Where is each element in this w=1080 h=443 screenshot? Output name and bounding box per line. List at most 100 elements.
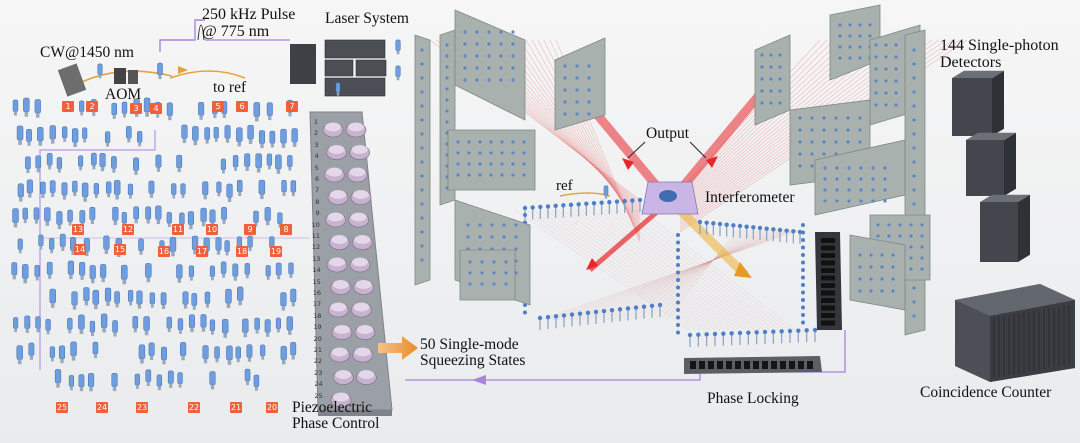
optic-mount bbox=[46, 261, 53, 275]
optic-post bbox=[288, 330, 292, 335]
panel-b-port bbox=[499, 54, 503, 58]
optic-mount bbox=[204, 291, 211, 304]
optic-mount bbox=[105, 181, 112, 194]
optic-mount bbox=[280, 128, 287, 144]
mesh-line bbox=[550, 209, 721, 331]
optic-post bbox=[281, 306, 286, 311]
mesh-line bbox=[520, 209, 696, 331]
panel-o-port bbox=[880, 253, 884, 257]
optic-mount bbox=[166, 102, 173, 117]
panel-b-port bbox=[463, 54, 467, 58]
optic-mount bbox=[220, 158, 226, 171]
optic-mount bbox=[44, 207, 51, 222]
detector-box-3-side bbox=[1018, 194, 1030, 262]
optic-mount bbox=[290, 341, 297, 356]
panel-h-port bbox=[769, 65, 773, 69]
optic-post bbox=[26, 168, 30, 174]
panel-e-port bbox=[490, 235, 494, 239]
optic-post bbox=[51, 139, 55, 144]
optic-mount bbox=[161, 346, 167, 361]
optic-post bbox=[255, 329, 259, 334]
right-column-head bbox=[801, 290, 805, 295]
panel-h-port bbox=[769, 53, 773, 57]
optic-post bbox=[222, 113, 226, 118]
detector-box-1-side bbox=[992, 70, 1004, 136]
piezo-channel-number: 16 bbox=[312, 289, 321, 297]
optic-mount bbox=[225, 288, 232, 304]
panel-d-port bbox=[511, 140, 515, 144]
panel-d-port bbox=[500, 140, 504, 144]
panel-c-port bbox=[420, 160, 424, 164]
optic-post bbox=[178, 383, 182, 388]
optic-mount bbox=[160, 292, 167, 306]
right-column-head bbox=[801, 268, 805, 272]
source-badge: 7 bbox=[286, 101, 298, 112]
mesh-line bbox=[605, 229, 768, 321]
optic-post bbox=[38, 141, 43, 146]
top-left-array-head bbox=[584, 201, 589, 206]
optic-mount bbox=[121, 212, 127, 224]
source-badge: 8 bbox=[280, 224, 292, 235]
panel-b-port bbox=[511, 30, 515, 34]
panel-g-port bbox=[563, 76, 567, 80]
panel-d-port bbox=[467, 162, 471, 166]
panel-i-port bbox=[838, 23, 842, 27]
optic-mount bbox=[209, 265, 215, 277]
optic-post bbox=[213, 113, 217, 118]
optic-mount bbox=[45, 318, 51, 331]
panel-d-port bbox=[478, 140, 482, 144]
panel-d-port bbox=[500, 162, 504, 166]
panel-d-port bbox=[522, 162, 526, 166]
squeezing-arrow bbox=[378, 336, 418, 360]
optic-post bbox=[50, 303, 55, 308]
laser-block bbox=[324, 59, 354, 77]
panel-c-port bbox=[420, 90, 424, 94]
optic-mount bbox=[28, 342, 35, 356]
optic-post bbox=[27, 141, 31, 146]
optic-mount bbox=[104, 287, 112, 302]
panel-m-port bbox=[912, 118, 916, 122]
optic-mount bbox=[112, 320, 118, 333]
optic-post bbox=[162, 359, 166, 365]
mesh-line bbox=[538, 209, 711, 331]
optic-mount bbox=[136, 290, 143, 305]
optic-post bbox=[237, 141, 242, 147]
panel-l-port bbox=[847, 199, 851, 203]
optic-mount bbox=[87, 373, 95, 388]
phase-lock-slot bbox=[821, 238, 835, 243]
panel-e-port bbox=[478, 235, 482, 239]
panel-l-port bbox=[835, 177, 839, 181]
optic-post bbox=[12, 275, 16, 280]
optic-post bbox=[28, 193, 32, 198]
optic-post bbox=[129, 194, 132, 199]
panel-m-port bbox=[912, 76, 916, 80]
top-right-array-head bbox=[731, 223, 736, 228]
bottom-left-array-head bbox=[633, 305, 639, 310]
panel-k-port bbox=[810, 140, 814, 144]
optic-post bbox=[14, 111, 17, 116]
optic-mount bbox=[200, 314, 207, 328]
panel-f-port bbox=[504, 260, 508, 264]
optic-post bbox=[289, 274, 293, 278]
output-pointer-left bbox=[627, 141, 646, 159]
right-column-head bbox=[801, 260, 805, 265]
phase-lock-cell bbox=[807, 361, 813, 369]
optic-mount bbox=[198, 101, 205, 116]
mesh-line bbox=[611, 229, 765, 321]
panel-g-port bbox=[563, 100, 567, 104]
panel-b-port bbox=[499, 78, 503, 82]
top-left-array-head bbox=[599, 200, 604, 205]
optic-mount bbox=[182, 291, 189, 305]
panel-d-port bbox=[456, 173, 460, 177]
bottom-right-array-head bbox=[771, 329, 776, 334]
optic-post bbox=[60, 358, 64, 364]
panel-n-port bbox=[898, 223, 902, 227]
optic-mount bbox=[288, 262, 294, 275]
optic-post bbox=[288, 166, 292, 171]
panel-d-port bbox=[511, 162, 515, 166]
optic-mount bbox=[280, 292, 287, 307]
panel-d-port bbox=[478, 151, 482, 155]
bottom-right-array-head bbox=[754, 330, 759, 335]
top-left-array-head bbox=[607, 199, 612, 205]
piezo-channel-number: 19 bbox=[313, 323, 322, 332]
